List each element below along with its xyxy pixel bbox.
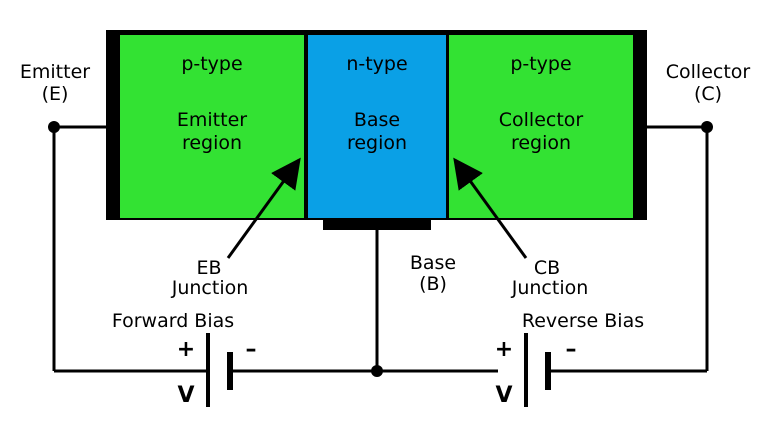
collector-region-type: p-type — [510, 53, 571, 75]
forward-battery-minus: – — [246, 337, 257, 362]
eb-junction-arrow — [226, 157, 301, 259]
reverse-bias-label: Reverse Bias — [522, 310, 644, 332]
base-contact — [323, 220, 431, 230]
base-terminal-label: Base — [410, 252, 456, 274]
emitter-terminal-label: Emitter — [20, 61, 90, 83]
emitter-terminal-symbol: (E) — [42, 83, 69, 105]
cb-junction-arrow — [453, 157, 528, 259]
collector-node — [701, 121, 713, 133]
transistor-body — [106, 30, 647, 230]
forward-bias-battery — [206, 333, 233, 407]
base-node — [371, 365, 383, 377]
cb-junction-label-2: Junction — [511, 277, 589, 299]
emitter-region-name-2: region — [182, 132, 242, 154]
emitter-node — [48, 121, 60, 133]
circuit-wires — [48, 121, 713, 377]
base-region-name-1: Base — [354, 109, 400, 131]
base-region-type: n-type — [346, 53, 407, 75]
eb-junction-label-2: Junction — [171, 277, 249, 299]
reverse-battery-plus: + — [495, 337, 513, 362]
collector-terminal-label: Collector — [666, 61, 751, 83]
collector-terminal-symbol: (C) — [694, 83, 722, 105]
reverse-battery-minus: – — [566, 337, 577, 362]
collector-region-name-2: region — [511, 132, 571, 154]
emitter-region-name-1: Emitter — [177, 109, 247, 131]
forward-battery-voltage: V — [177, 383, 194, 408]
eb-junction-label-1: EB — [196, 257, 221, 279]
cb-junction-label-1: CB — [534, 257, 560, 279]
base-region-name-2: region — [347, 132, 407, 154]
base-terminal-symbol: (B) — [419, 273, 447, 295]
reverse-bias-battery — [524, 333, 551, 407]
emitter-region-type: p-type — [181, 53, 242, 75]
forward-battery-plus: + — [177, 337, 195, 362]
base-region — [308, 35, 446, 218]
reverse-battery-voltage: V — [495, 383, 512, 408]
forward-bias-label: Forward Bias — [112, 310, 234, 332]
collector-region-name-1: Collector — [499, 109, 584, 131]
